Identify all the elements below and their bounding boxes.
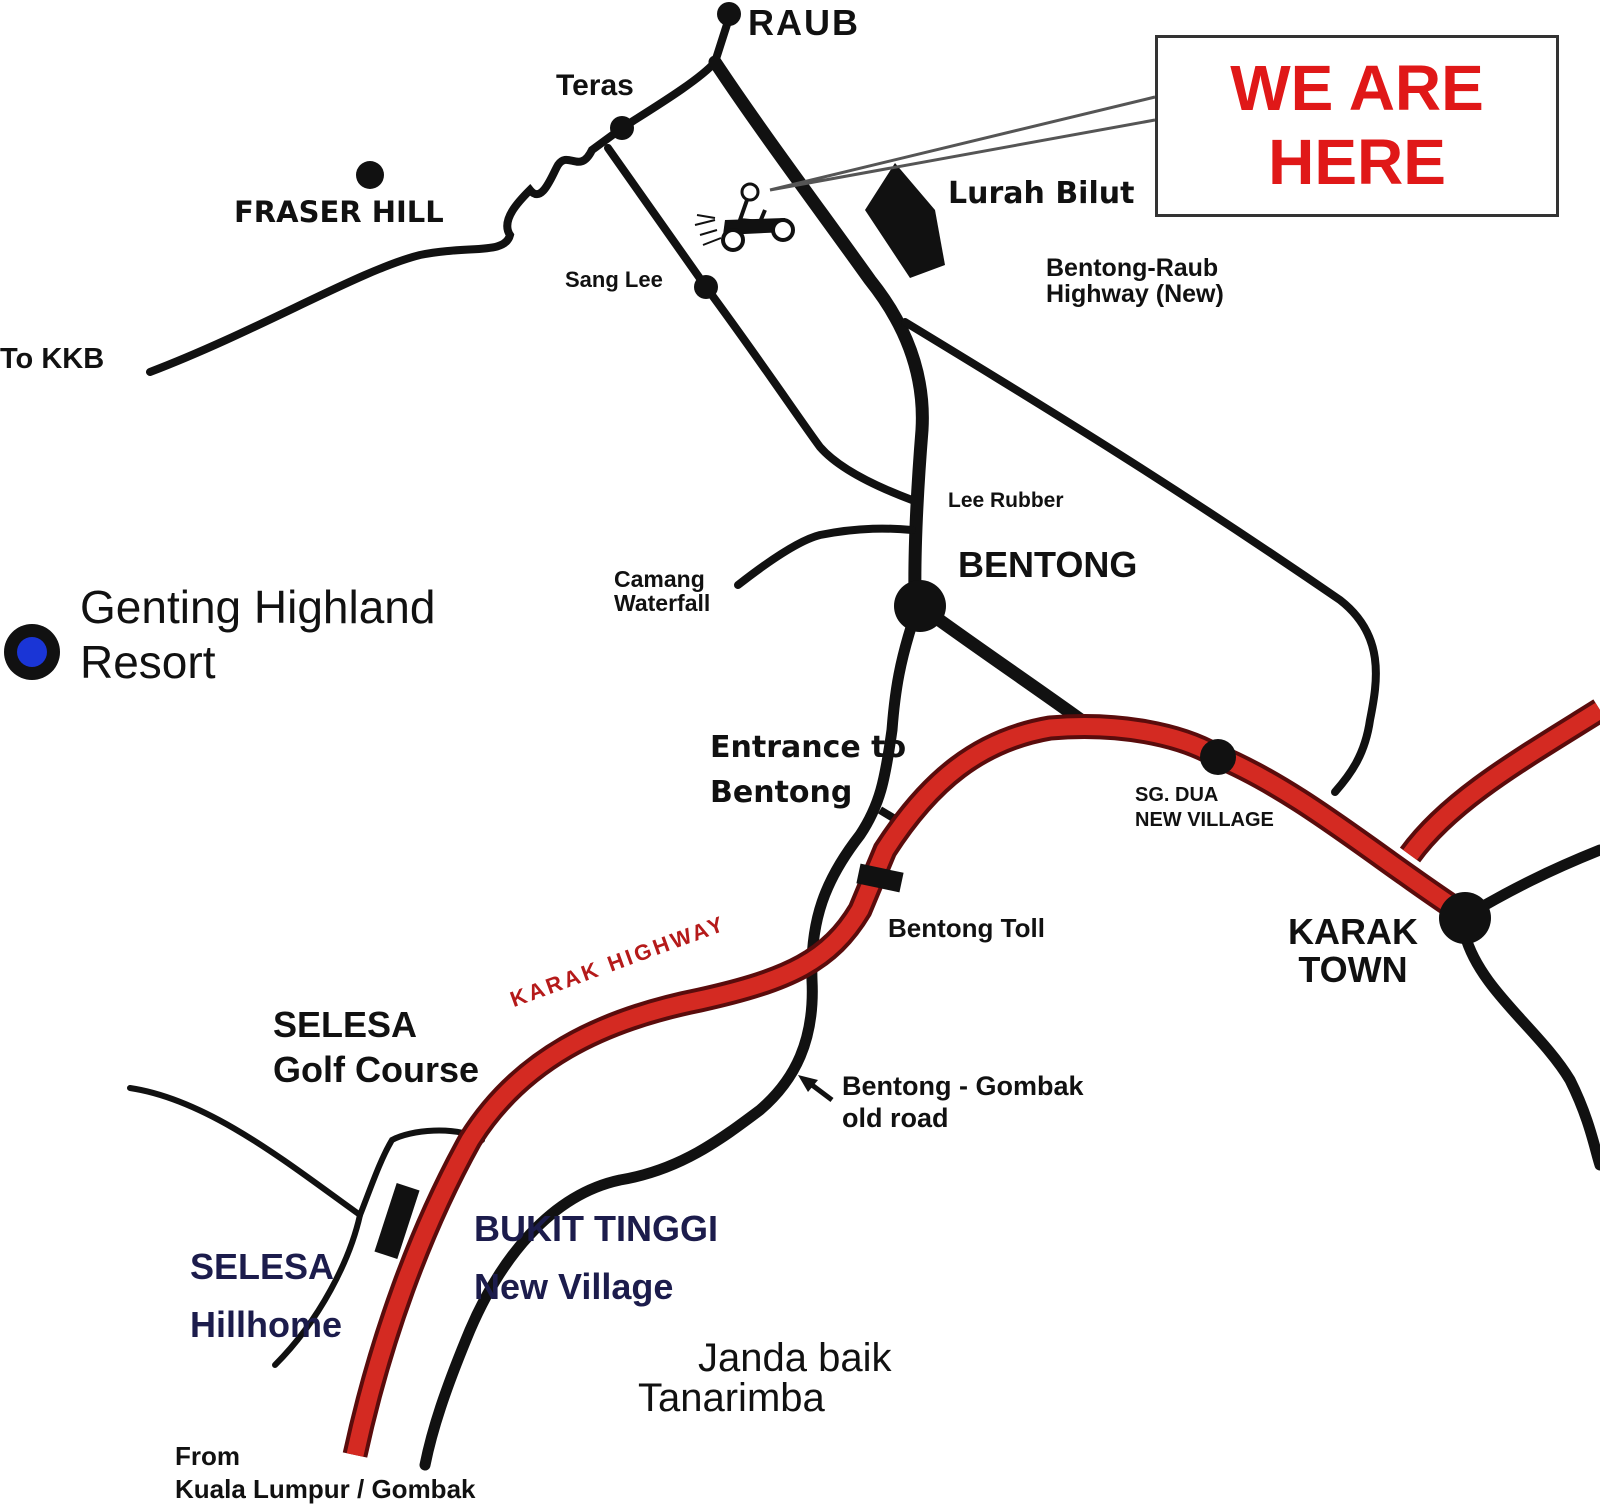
label-old-road-line-1: Bentong - Gombak [842,1071,1084,1101]
callout-pointer [769,95,1156,192]
label-camang-waterfall: Camang Waterfall [614,567,710,615]
label-sang-lee: Sang Lee [565,267,663,292]
label-janda-baik-line-1: Janda baik [698,1336,892,1380]
label-teras: Teras [556,69,634,102]
label-genting-highland: Genting Highland Resort [80,580,435,690]
bentong-node-icon [894,580,946,632]
sg-dua-node-icon [1200,739,1236,775]
label-selesa-golf-line-2: Golf Course [273,1049,480,1090]
label-entrance-line-2: Bentong [710,775,853,810]
label-bukit-tinggi-line-1: BUKIT TINGGI [474,1208,718,1249]
road-karak-south [1459,929,1600,1171]
lurah-bilut-area-icon [865,163,945,278]
road-selesa-loop [357,1127,485,1218]
label-genting-line-1: Genting Highland [80,581,436,633]
label-fraser-hill: FRASER HILL [234,195,444,229]
label-hillhome-line-2: Hillhome [190,1303,343,1345]
road-raub-bentong [708,55,929,605]
label-raub: RAUB [748,2,860,43]
selesa-area-icon [374,1183,420,1259]
label-genting-line-2: Resort [80,636,216,689]
road-bentong-gombak [419,609,921,1471]
label-from-line-1: From [175,1441,240,1471]
karak-east-highway [1403,702,1600,861]
label-from-line-2: Kuala Lumpur / Gombak [175,1473,476,1504]
label-bentong-raub-highway: Bentong-Raub Highway (New) [1046,255,1224,308]
genting-dot-fill [17,637,47,667]
label-camang-line-2: Waterfall [614,590,711,617]
road-selesa-west [127,1085,363,1218]
label-hillhome-line-1: SELESA [190,1246,335,1287]
raub-node-icon [717,2,741,26]
label-janda-baik-tanarimba: Janda baik Tanarimba [638,1338,891,1418]
label-selesa-golf-line-1: SELESA [273,1004,418,1045]
label-bentong-gombak-old-road: Bentong - Gombak old road [842,1070,1084,1135]
label-selesa-golf-course: SELESA Golf Course [273,1002,479,1092]
label-bukit-tinggi: BUKIT TINGGI New Village [474,1200,718,1315]
label-bentong-raub-line-1: Bentong-Raub [1046,254,1219,282]
teras-node-icon [610,116,634,140]
toll-booth-icon [856,863,904,893]
we-are-here-callout: WE ARE HERE [1155,35,1559,217]
label-lurah-bilut: Lurah Bilut [948,176,1135,211]
label-bentong-toll: Bentong Toll [888,913,1045,943]
callout-line-1: WE ARE [1230,52,1484,125]
pointer-arrow-icon [798,1075,834,1102]
label-bentong: BENTONG [958,544,1138,585]
label-karak-line-1: KARAK [1288,911,1418,952]
road-teras-sang-lee [604,144,916,504]
label-sg-dua-line-1: SG. DUA [1135,784,1219,806]
label-to-kkb: To KKB [0,343,105,375]
label-karak-line-2: TOWN [1298,948,1408,990]
road-karak-east-upper [1462,844,1600,921]
sang-lee-node-icon [694,275,718,299]
label-bukit-tinggi-line-2: New Village [474,1265,674,1307]
road-bentong-raub-highway [901,318,1380,796]
label-karak-town: KARAK TOWN [1288,913,1418,989]
road-selesa-south [272,1212,363,1368]
road-camang [734,524,916,589]
label-from-kuala-lumpur: From Kuala Lumpur / Gombak [175,1440,476,1504]
label-sg-dua-line-2: NEW VILLAGE [1135,809,1274,831]
label-camang-line-1: Camang [614,566,705,592]
label-old-road-line-2: old road [842,1103,949,1134]
fraser-hill-node-icon [356,161,384,189]
karak-node-icon [1439,892,1491,944]
label-bentong-raub-line-2: Highway (New) [1046,280,1224,309]
label-sg-dua-new-village: SG. DUA NEW VILLAGE [1135,783,1274,833]
callout-line-2: HERE [1268,126,1446,198]
label-lee-rubber: Lee Rubber [948,489,1064,512]
label-entrance-line-1: Entrance to [710,730,907,765]
label-entrance-to-bentong: Entrance to Bentong [710,725,906,815]
atv-rider-icon [694,182,795,252]
label-janda-baik-line-2: Tanarimba [638,1376,825,1420]
label-selesa-hillhome: SELESA Hillhome [190,1238,342,1353]
road-bentong-karak [913,599,1099,735]
